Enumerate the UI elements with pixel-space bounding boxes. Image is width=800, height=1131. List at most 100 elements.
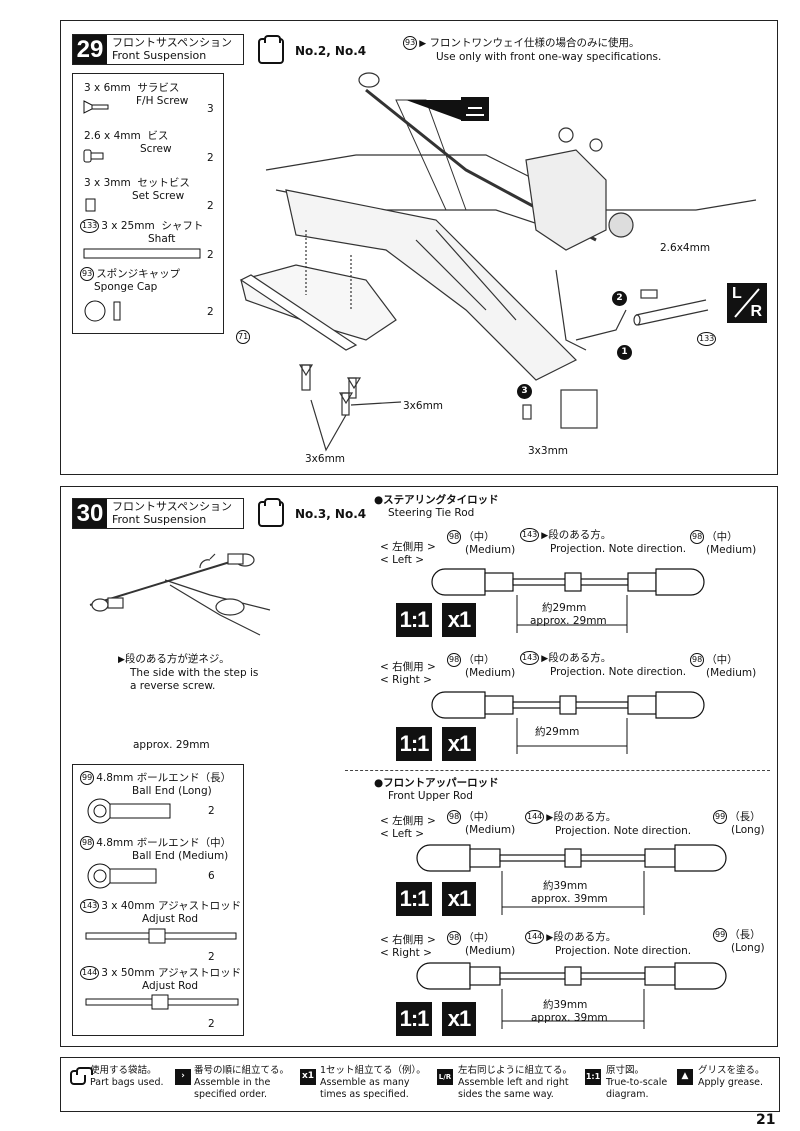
dimension-jp: 約39mm [543,880,588,892]
part-size: 3 x 40mm [101,900,155,912]
dimension-en: approx. 39mm [531,1012,608,1024]
lr-letter-l: L [732,285,742,302]
front-suspension-illustration [239,72,757,452]
adjust-rod-50-icon [85,994,239,1010]
one-way-note-en: Use only with front one-way specificatio… [436,51,662,63]
part-size: 4.8mm [96,837,134,849]
part-name-jp: セットビス [137,177,190,189]
legend-item-scale: 原寸図。 True-to-scale diagram. [606,1065,667,1101]
projection-jp: 段のある方。 [553,811,617,823]
part-name-jp: ビス [147,130,169,142]
part-qty: 3 [207,103,214,115]
tie-rod-left-label: < 左側用 > < Left > [380,541,436,567]
legend-en: Assemble in the [194,1077,271,1088]
left-right-same-icon: L R [727,283,767,323]
legend-lr-icon: L/R [437,1069,453,1085]
side-label-en: < Right > [380,947,432,959]
part-name-en: F/H Screw [136,95,189,107]
legend-en: Apply grease. [698,1077,764,1088]
part-qty: 2 [208,951,215,963]
part-name-jp: シャフト [161,220,204,232]
part-qty: 2 [207,306,214,318]
part-number: 144 [525,930,545,944]
upper-rod-right-label: < 右側用 > < Right > [380,934,436,960]
legend-en: sides the same way. [458,1089,554,1100]
upper-rod-right-dimension: 約39mm approx. 39mm [531,999,608,1025]
upper-rod-right-end-b: 99（長） (Long) [713,928,765,955]
part-name-jp: アジャストロッド [158,900,242,912]
upper-rod-title-en: Front Upper Rod [388,790,473,802]
part-name-en: Adjust Rod [142,980,199,992]
approx-29mm-note: approx. 29mm [133,739,210,751]
ball-end-long-icon [87,798,171,824]
part-qty: 2 [207,152,214,164]
reverse-note-en-2: a reverse screw. [130,680,216,692]
end-size-jp: （中） [463,531,495,543]
dimension-jp: 約39mm [543,999,588,1011]
upper-rod-left-label: < 左側用 > < Left > [380,815,436,841]
tie-rod-right-dimension: 約29mm [535,726,580,738]
adjust-rod-40-icon [85,928,237,944]
part-qty: 6 [208,870,215,882]
reverse-screw-note: ▶段のある方が逆ネジ。 The side with the step is a … [118,653,259,692]
projection-jp: 段のある方。 [548,529,612,541]
upper-rod-right-drawing [416,962,727,1029]
projection-en: Projection. Note direction. [555,825,692,837]
part-name-en: Sponge Cap [94,281,158,293]
legend-item-bags: 使用する袋詰。 Part bags used. [90,1065,164,1089]
step-30-title-en: Front Suspension [112,513,207,526]
part-number: 133 [80,219,100,233]
legend-order-icon: › [175,1069,191,1085]
part-number: 98 [447,810,462,824]
legend-item-grease: グリスを塗る。 Apply grease. [698,1065,765,1089]
part-number: 93 [80,267,95,281]
part-name-en: Shaft [148,233,176,245]
tie-rod-title-en: Steering Tie Rod [388,507,475,519]
part-qty: 2 [207,200,214,212]
callout-3x6-right: 3x6mm [403,400,444,412]
part-number: 99 [713,928,728,942]
screw-icon [83,149,104,163]
tie-rod-left-dimension: 約29mm approx. 29mm [530,602,607,628]
legend-en: Assemble left and right [458,1077,569,1088]
part-qty: 2 [207,249,214,261]
legend-jp: 使用する袋詰。 [90,1065,157,1076]
legend-jp: 1セット組立てる（例）。 [320,1065,426,1076]
symbol-legend [60,1057,780,1112]
true-to-scale-icon: 1:1 [396,1002,432,1036]
tie-rod-left-projection: 143▶段のある方。 Projection. Note direction. [520,528,687,555]
part-size: 3 x 6mm [84,82,131,94]
legend-en: specified order. [194,1089,268,1100]
dimension-en: approx. 39mm [531,893,608,905]
end-size-en: (Long) [731,824,765,836]
tie-rod-right-drawing [431,691,705,754]
assemble-count-icon: x1 [442,1002,476,1036]
step-29-bags: No.2, No.4 [295,44,367,58]
part-size: 3 x 3mm [84,177,131,189]
part-number: 98 [80,836,95,850]
side-label-en: < Right > [380,674,432,686]
part-number: 98 [690,653,705,667]
legend-jp: グリスを塗る。 [698,1065,765,1076]
sequence-2-marker: 2 [612,291,627,306]
upper-rod-left-projection: 144▶段のある方。 Projection. Note direction. [525,810,692,837]
step-29-header: 29 フロントサスペンション Front Suspension [72,34,244,65]
fh-screw-icon [83,100,109,114]
set-screw-icon [85,198,96,212]
part-qty: 2 [208,1018,215,1030]
part-name-en: Screw [140,143,172,155]
projection-en: Projection. Note direction. [550,666,687,678]
true-to-scale-icon: 1:1 [396,603,432,637]
one-way-note-jp: フロントワンウェイ仕様の場合のみに使用。 [429,37,640,49]
true-to-scale-icon: 1:1 [396,882,432,916]
part-name-en: Ball End (Medium) [132,850,229,862]
step-30-number: 30 [73,499,107,528]
callout-part-71: 71 [236,330,252,344]
end-size-en: (Medium) [465,667,516,679]
part-number-71: 71 [236,330,251,344]
callout-3x6-bottom: 3x6mm [305,453,346,465]
side-label-jp: < 右側用 > [380,934,436,946]
projection-jp: 段のある方。 [548,652,612,664]
